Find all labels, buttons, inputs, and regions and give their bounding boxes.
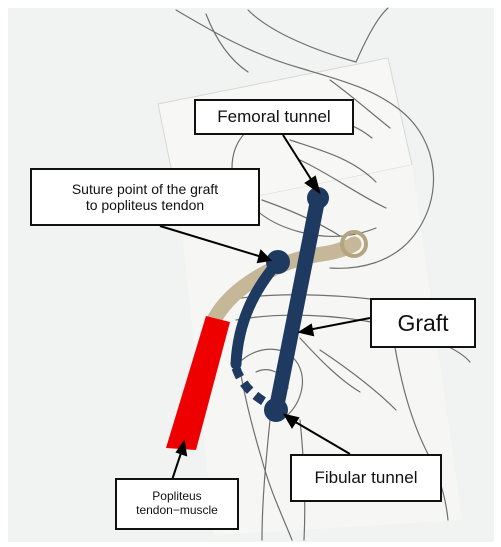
suture-point-label: Suture point of the graft to popliteus t…: [30, 168, 260, 226]
fibular-tunnel-label: Fibular tunnel: [290, 454, 442, 502]
graft-label: Graft: [370, 298, 476, 348]
popliteus-label: Popliteus tendon−muscle: [115, 478, 239, 530]
suture-point-marker: [266, 250, 290, 274]
femoral-tunnel-label: Femoral tunnel: [194, 99, 354, 135]
fibular-tunnel-marker: [264, 398, 288, 422]
